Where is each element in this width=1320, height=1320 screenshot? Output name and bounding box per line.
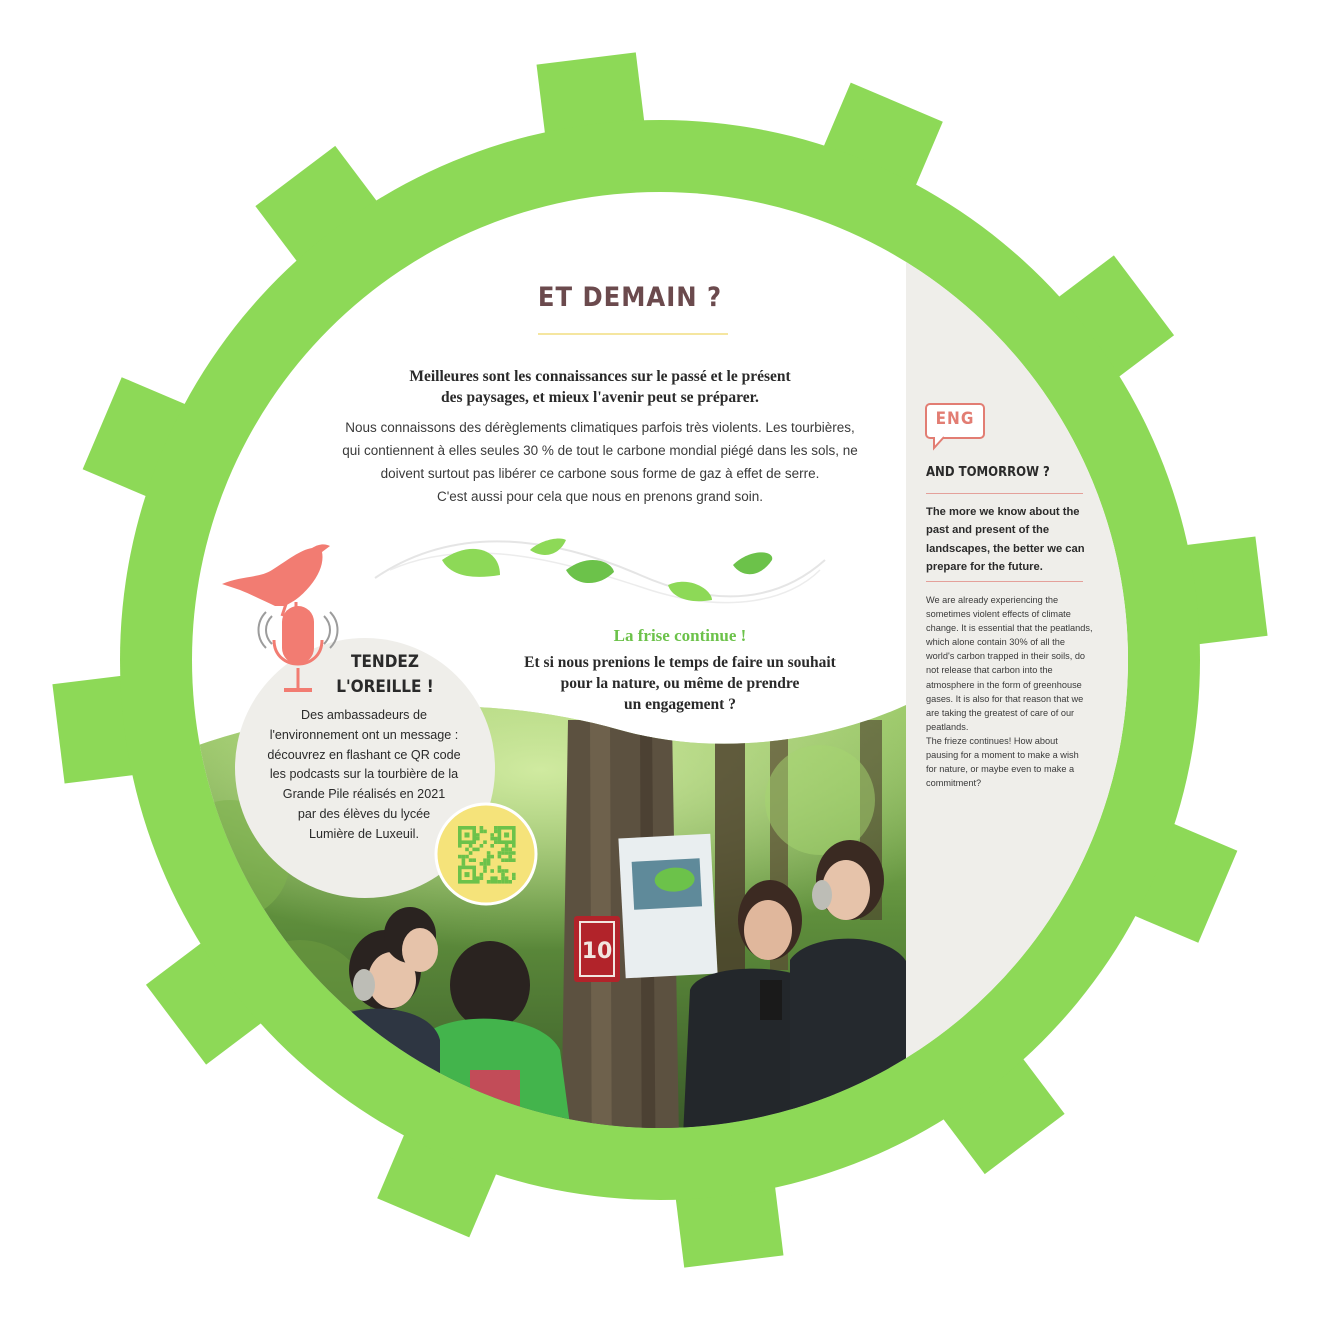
person-headphones-right	[790, 840, 906, 1128]
tendez-line: Lumière de Luxeuil.	[309, 826, 419, 841]
eng-rule-bottom	[926, 581, 1083, 582]
eng-badge-label: ENG	[935, 409, 975, 429]
tendez-circle	[235, 638, 495, 898]
eng-body: We are already experiencing the sometime…	[926, 593, 1116, 790]
tendez-title: TENDEZ L'OREILLE !	[320, 650, 450, 700]
tendez-title-line: L'OREILLE !	[336, 677, 434, 697]
body-line: doivent surtout pas libérer ce carbone s…	[380, 466, 820, 481]
tendez-line: les podcasts sur la tourbière de la	[269, 767, 459, 782]
eng-body-line: sometimes violent effects of climate	[926, 609, 1071, 620]
eng-body-line: peatlands.	[926, 721, 969, 732]
tendez-title-line: TENDEZ	[351, 652, 419, 672]
frise-line: Et si nous prenions le temps de faire un…	[524, 654, 836, 671]
eng-body-line: are taking the greatest of care of our	[926, 707, 1075, 718]
lead-line: Meilleures sont les connaissances sur le…	[409, 368, 791, 385]
eng-speech-icon	[925, 403, 985, 451]
eng-body-line: pausing for a moment to make a wish	[926, 750, 1079, 761]
frise-question: Et si nous prenions le temps de faire un…	[480, 652, 880, 715]
tendez-line: par des élèves du lycée	[297, 806, 431, 821]
lead-line: des paysages, et mieux l'avenir peut se …	[441, 389, 759, 406]
frise-title: La frise continue !	[613, 626, 747, 645]
eng-body-line: which alone contain 30% of all the	[926, 637, 1065, 648]
eng-lead-line: prepare for the future.	[926, 560, 1043, 573]
tendez-line: l'environnement ont un message :	[269, 727, 459, 742]
leaves-frieze	[374, 538, 826, 604]
bird-icon	[222, 544, 330, 606]
eng-body-line: for nature, or maybe even to make a	[926, 764, 1075, 775]
qr-code	[458, 826, 516, 884]
eng-body-line: not release that carbon into the	[926, 665, 1053, 676]
eng-body-line: gases. It is also for that reason that w…	[926, 693, 1084, 704]
frise-line: un engagement ?	[624, 696, 736, 713]
tendez-line: Grande Pile réalisés en 2021	[282, 787, 446, 802]
body-line: qui contiennent à elles seules 30 % de t…	[342, 443, 858, 458]
title-underline	[538, 333, 728, 335]
body-line: Nous connaissons des dérèglements climat…	[345, 420, 855, 435]
person-back	[384, 907, 438, 972]
lead-paragraph: Meilleures sont les connaissances sur le…	[340, 366, 860, 408]
eng-lead-line: landscapes, the better we can	[926, 542, 1085, 555]
eng-body-line: atmosphere in the form of greenhouse	[926, 679, 1082, 690]
eng-rule-top	[926, 493, 1083, 494]
eng-body-line: commitment?	[926, 778, 982, 789]
body-paragraph: Nous connaissons des dérèglements climat…	[318, 416, 882, 508]
eng-body-line: The frieze continues! How about	[926, 735, 1058, 746]
eng-lead-line: The more we know about the	[926, 506, 1080, 518]
tree-marker-number: 10	[582, 939, 613, 964]
eng-body-line: We are already experiencing the	[926, 595, 1059, 605]
microphone-icon	[257, 606, 339, 692]
tree-marker	[574, 916, 620, 982]
eng-title: AND TOMORROW ?	[926, 465, 1050, 480]
tendez-line: découvrez en flashant ce QR code	[267, 747, 461, 762]
eng-lead-line: past and present of the	[926, 524, 1050, 537]
tendez-line: Des ambassadeurs de	[300, 708, 427, 722]
page-title: ET DEMAIN ?	[537, 282, 723, 313]
body-line: C'est aussi pour cela que nous en prenon…	[436, 489, 764, 504]
tendez-text: Des ambassadeurs de l'environnement ont …	[240, 706, 488, 845]
frise-line: pour la nature, ou même de prendre	[560, 675, 800, 692]
eng-body-line: change. It is essential that the peatlan…	[926, 623, 1093, 634]
eng-body-line: world's carbon trapped in their soils, d…	[926, 651, 1086, 662]
eng-lead: The more we know about the past and pres…	[926, 503, 1102, 576]
